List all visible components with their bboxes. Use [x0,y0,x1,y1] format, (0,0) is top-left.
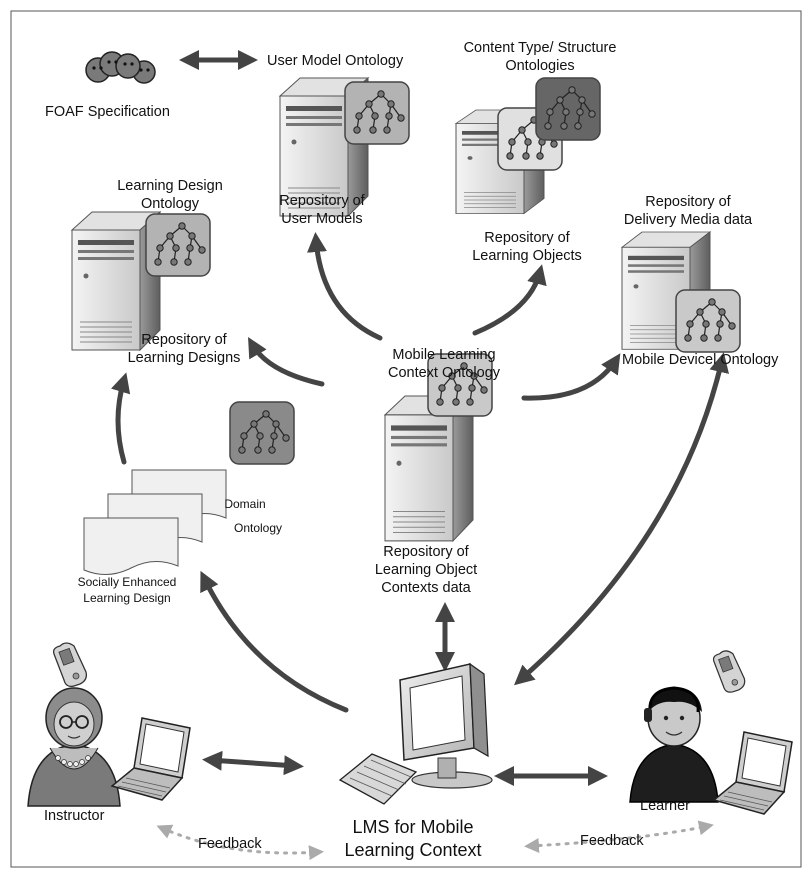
instructor-phone-icon [52,642,88,688]
instructor-laptop-icon [111,717,191,801]
domain-ontology-label-line1: Domain [224,497,265,511]
mobile-learning-context-ontology-label-line1: Mobile Learning [392,347,495,363]
repo-contexts-label-line2: Learning Object [375,562,477,578]
repo-contexts-label-line1: Repository of [383,544,469,560]
repo-learning-objects-label-line1: Repository of [484,230,570,246]
feedback-arrow-right [524,820,714,853]
learner-phone-icon [712,650,746,693]
repo-learning-designs-label-line1: Repository of [141,332,227,348]
repo-contexts-label-line3: Contexts data [381,580,471,596]
learner-avatar [629,686,719,803]
repo-delivery-media-label-line2: Delivery Media data [624,212,753,228]
content-type-ontology-tree-icon [535,77,601,141]
server-learning-object-contexts [384,395,474,542]
learning-design-ontology-tree-icon [145,213,211,277]
arrow-to-learning-objects [472,264,547,336]
arrow-to-user-models [307,232,383,341]
repo-delivery-media-label-line1: Repository of [645,194,731,210]
arrow-lms-to-social-design [200,570,349,713]
instructor-avatar [27,687,121,807]
arrow-to-learning-designs [248,337,325,387]
arrow-instructor-lms [202,750,304,776]
arrow-design-to-repository [110,372,131,465]
foaf-people-icon [85,51,156,84]
learner-label: Learner [640,798,690,814]
mobile-device-ontology-label: Mobile Devicel Ontology [622,352,779,368]
feedback-right-label: Feedback [580,833,644,849]
mobile-learning-context-ontology-label-line2: Context Ontology [388,365,501,381]
user-model-ontology-label: User Model Ontology [267,53,404,69]
learner-laptop-icon [713,731,793,815]
socially-enhanced-design-documents [83,469,227,576]
domain-ontology-tree-icon [229,401,295,465]
lms-label-line1: LMS for Mobile [352,817,473,837]
foaf-specification-label: FOAF Specification [45,104,170,120]
arrow-lms-mobile-device [513,352,730,686]
instructor-label: Instructor [44,808,105,824]
learning-design-ontology-label-line2: Ontology [141,196,200,212]
repo-learning-objects-label-line2: Learning Objects [472,248,582,264]
domain-ontology-label-line2: Ontology [234,521,282,535]
socially-enhanced-label-line2: Learning Design [83,591,170,605]
repo-learning-designs-label-line2: Learning Designs [128,350,241,366]
socially-enhanced-label-line1: Socially Enhanced [78,575,177,589]
content-type-label-line2: Ontologies [505,58,574,74]
feedback-left-label: Feedback [198,836,262,852]
connection-arrows [110,50,730,786]
repo-user-models-label-line2: User Models [281,211,362,227]
learning-design-ontology-label-line1: Learning Design [117,178,223,194]
feedback-arrow-left [156,824,324,861]
arrow-to-delivery-media [521,353,621,401]
feedback-arrows [156,820,714,861]
frame-border [10,10,802,868]
repo-user-models-label-line1: Repository of [279,193,365,209]
mobile-device-ontology-tree-icon [675,289,741,353]
content-type-label-line1: Content Type/ Structure [464,40,617,56]
lms-label-line2: Learning Context [344,840,481,860]
user-model-ontology-tree-icon [344,81,410,145]
mobile-learning-context-ontology-tree-icon [427,353,493,417]
lms-desktop-computer [338,662,493,805]
keyboard [338,753,418,805]
